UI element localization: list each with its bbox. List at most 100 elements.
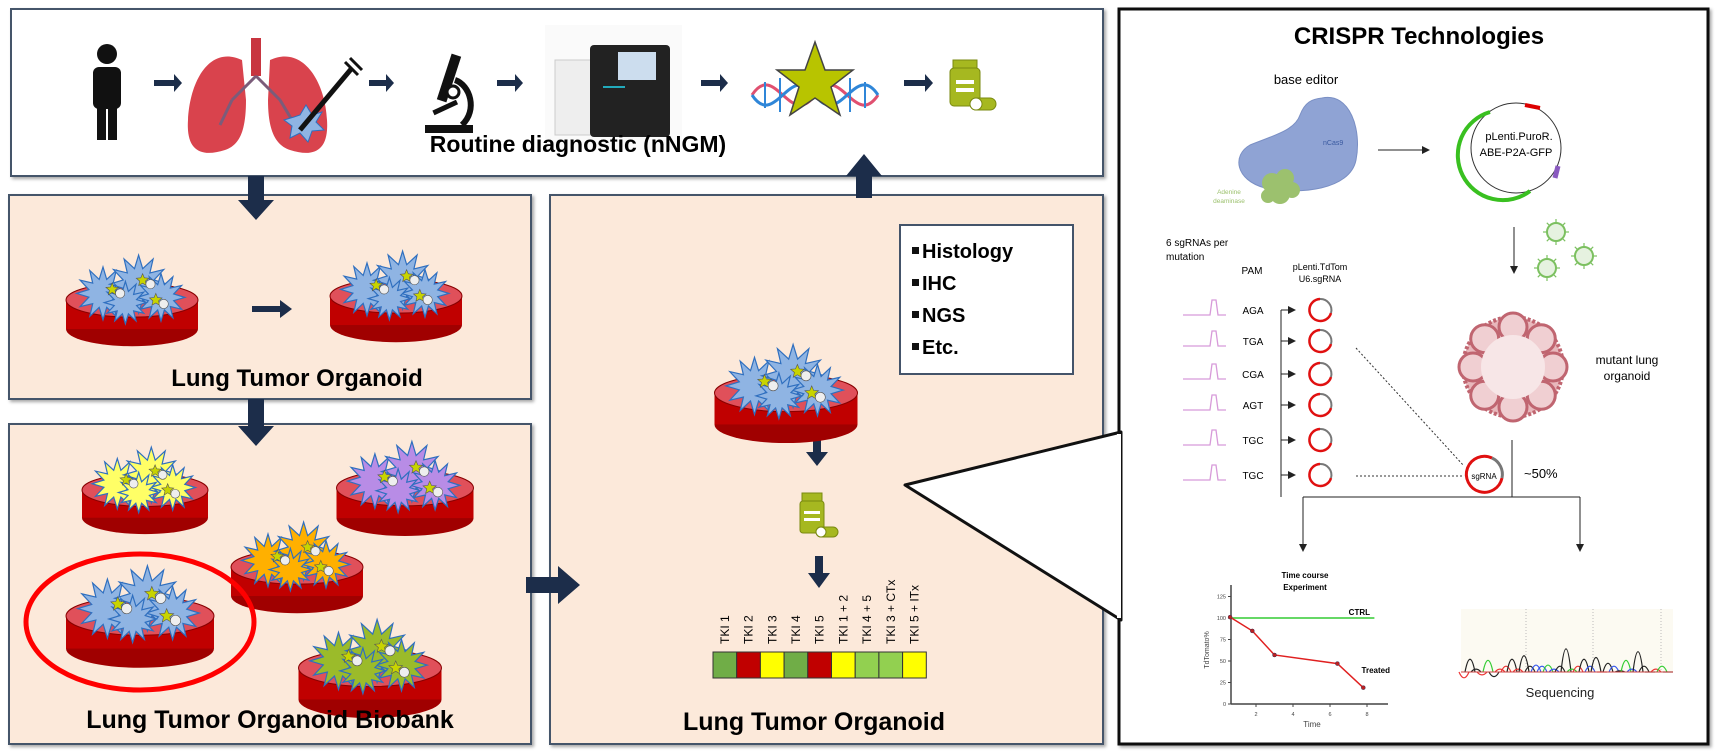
mutation-star-icon: [774, 39, 856, 117]
organoid-dishes: [65, 249, 858, 719]
mutation-star-icon: [144, 585, 160, 601]
sgrna-vector-icon: [1308, 297, 1333, 323]
chromatogram-peak: [1530, 664, 1542, 673]
chart-title: Time course: [1282, 571, 1330, 580]
sgrna-hairpin-icon: [1183, 330, 1226, 347]
arrow-down-4: [808, 556, 830, 588]
y-tick-label: 0: [1223, 702, 1226, 708]
dashed-connector: [1355, 347, 1465, 467]
heatmap-cell: [712, 651, 738, 679]
sgrna-plasmid-icon: [1464, 454, 1504, 494]
sequencer-icon: [545, 25, 682, 150]
bullet-icon: [912, 247, 919, 254]
chromatogram-peak: [1482, 659, 1494, 673]
plasmid-label-2: ABE-P2A-GFP: [1480, 147, 1553, 159]
tumor-cells: [75, 563, 202, 645]
chromatogram-peak: [1512, 668, 1524, 673]
chromatogram-peak: [1494, 668, 1506, 673]
selected-organoid-ring: [23, 551, 257, 693]
legend-treated: Treated: [1362, 666, 1391, 675]
heatmap-cell: [736, 651, 761, 679]
mutation-star-icon: [412, 288, 427, 302]
organoid-icon: [1457, 311, 1569, 423]
chromatogram-peak: [1500, 665, 1512, 673]
flow-arrows: [238, 154, 882, 604]
organoid-panel-title: Lung Tumor Organoid: [171, 365, 423, 392]
y-tick-label: 100: [1217, 616, 1226, 622]
chromatogram-peak: [1638, 665, 1650, 673]
pam-header: PAM: [1242, 266, 1263, 277]
arrow-small-right: [252, 300, 292, 318]
chromatogram-peak: [1602, 662, 1614, 673]
tumor-cells: [345, 439, 462, 515]
arrow-right-icon: [701, 74, 728, 92]
sgrna-hairpin-icon: [1183, 299, 1226, 316]
mutation-star-icon: [300, 539, 315, 554]
heatmap-cell: [807, 651, 832, 679]
chromatogram-peak: [1506, 658, 1518, 673]
chromatogram-peak: [1560, 648, 1572, 673]
chromatogram-peak: [1656, 665, 1668, 673]
arrow-right: [526, 566, 580, 604]
y-tick-label: 50: [1220, 659, 1226, 665]
sgrna-title: 6 sgRNAs per: [1166, 238, 1229, 249]
mutation-star-icon: [408, 459, 424, 474]
chromatogram-peak: [1458, 671, 1470, 679]
mutation-star-icon: [135, 272, 150, 287]
plasmid-label: pLenti.PuroR.: [1485, 131, 1552, 143]
bullet-icon: [912, 279, 919, 286]
chart-xlabel: Time: [1303, 720, 1321, 729]
biobank-dish-green: [298, 617, 442, 719]
bullet-icon: [912, 343, 919, 350]
chromatogram-peak: [1470, 668, 1482, 673]
biobank-dish-purple: [336, 439, 474, 536]
heatmap-cell: [854, 651, 880, 679]
vector-label: pLenti.TdTom: [1293, 262, 1348, 272]
chromatogram-peak: [1524, 665, 1536, 673]
analyses-box: [899, 224, 1074, 375]
chart-ylabel: TdTomato%: [1204, 631, 1211, 668]
mutation-star-icon: [119, 472, 133, 486]
mutation-star-icon: [804, 385, 820, 400]
heatmap-cell: [902, 651, 927, 679]
process-arrows: [154, 74, 933, 92]
routine-diagnostic-title: Routine diagnostic (nNGM): [430, 131, 726, 157]
treatment-label: TKI 4: [789, 615, 803, 644]
arrow-right-icon: [904, 74, 933, 92]
organoid-dish: [65, 253, 199, 347]
chromatogram-peak: [1608, 665, 1620, 673]
analysis-item: NGS: [922, 305, 965, 327]
treatment-label: TKI 3: [765, 615, 779, 644]
mutation-star-icon: [313, 559, 328, 573]
pam-label: TGC: [1242, 471, 1263, 482]
mutation-star-icon: [399, 268, 414, 283]
drug-icon: [799, 492, 839, 538]
vector-label-2: U6.sgRNA: [1299, 274, 1342, 284]
biobank-dish-orange: [230, 520, 364, 614]
chromatogram-peak: [1590, 656, 1602, 673]
pam-label: TGC: [1242, 436, 1263, 447]
sgrna-vector-icon: [1308, 392, 1333, 418]
analysis-item: Histology: [922, 241, 1014, 263]
virus-icon: [1543, 219, 1569, 245]
chromatogram-peak: [1554, 665, 1566, 673]
treatment-label: TKI 1: [718, 615, 732, 644]
mutation-star-icon: [105, 282, 120, 296]
pam-label: CGA: [1242, 370, 1264, 381]
sequencing-label: Sequencing: [1526, 685, 1595, 700]
analysis-item: Etc.: [922, 337, 959, 359]
chart-title-2: Experiment: [1283, 583, 1327, 592]
drug-icon: [949, 59, 997, 111]
data-point: [1227, 614, 1233, 620]
chromatogram-peak: [1572, 665, 1584, 673]
sgrna-vector-icon: [1308, 328, 1333, 354]
y-tick-label: 75: [1220, 638, 1226, 644]
tumor-cells: [307, 617, 430, 696]
deaminase-label: Adenine: [1217, 189, 1241, 196]
lungs-biopsy-icon: [187, 38, 364, 153]
arrow-down-2: [238, 399, 274, 446]
sgrna-hairpin-icon: [1183, 363, 1226, 380]
tumor-cells: [239, 520, 352, 593]
pam-label: TGA: [1243, 337, 1264, 348]
